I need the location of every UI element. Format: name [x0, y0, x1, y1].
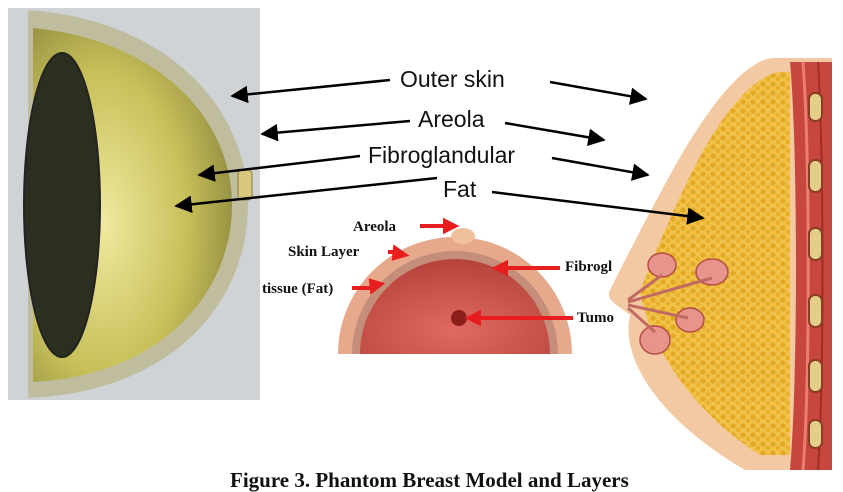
inset-label-areola: Areola	[353, 218, 396, 236]
inset-label-fibroglandular: Fibrogl	[565, 258, 612, 276]
label-areola: Areola	[418, 106, 484, 132]
label-fat: Fat	[443, 176, 476, 202]
anatomy-illustration	[609, 58, 832, 470]
label-fibroglandular: Fibroglandular	[368, 142, 515, 168]
inset-label-tumor: Tumo	[577, 309, 614, 327]
label-outer-skin: Outer skin	[400, 66, 505, 92]
inset-label-skin-layer: Skin Layer	[288, 243, 359, 261]
figure-caption: Figure 3. Phantom Breast Model and Layer…	[230, 468, 629, 492]
model-3d-hemisphere	[8, 8, 260, 400]
inset-label-tissue-fat: tissue (Fat)	[262, 280, 333, 298]
inset-cross-section	[338, 221, 573, 354]
